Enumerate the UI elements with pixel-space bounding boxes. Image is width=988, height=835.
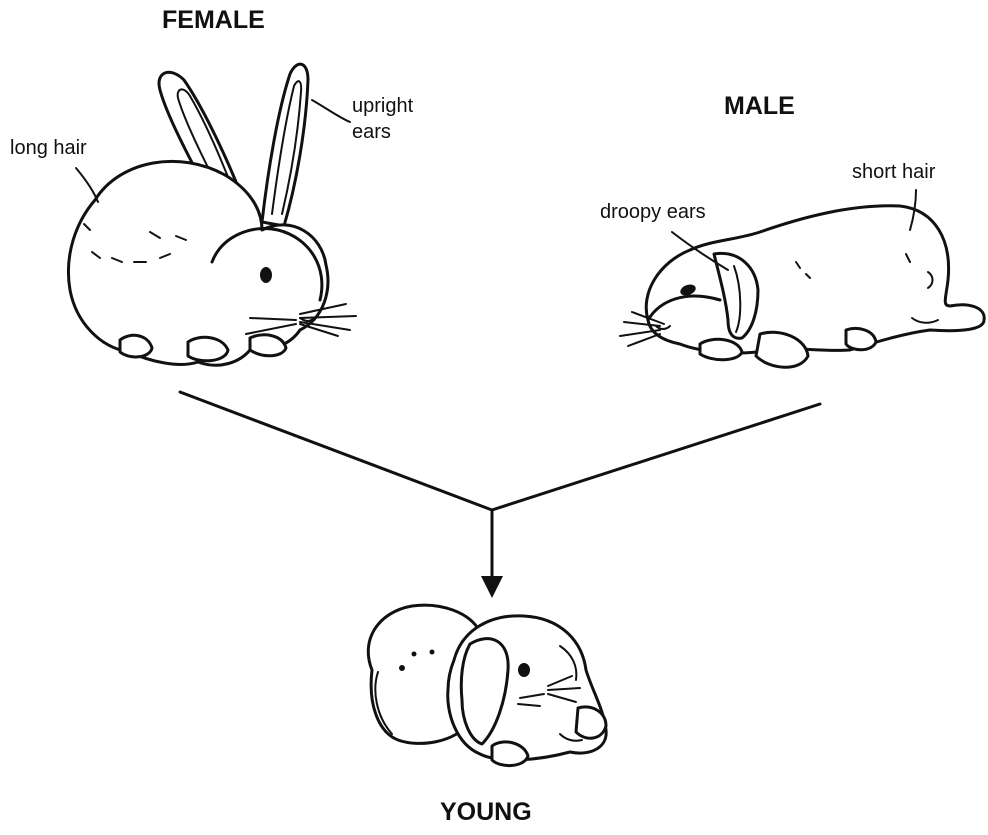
female-upright-ears-label-line1: upright: [352, 94, 413, 118]
female-long-hair-label: long hair: [10, 136, 87, 160]
male-short-hair-label: short hair: [852, 160, 935, 184]
long-hair-leader-line: [76, 168, 98, 202]
young-rabbits-illustration: [368, 605, 606, 765]
offspring-arrow-head: [481, 576, 503, 598]
female-rabbit-illustration: [68, 64, 356, 365]
male-rabbit-illustration: [620, 206, 984, 367]
male-droopy-ears-label: droopy ears: [600, 200, 706, 224]
female-title: FEMALE: [162, 6, 265, 35]
young-title: YOUNG: [440, 798, 532, 827]
female-cross-line: [180, 392, 492, 510]
male-cross-line: [492, 404, 820, 510]
male-title: MALE: [724, 92, 795, 121]
upright-ears-leader-line: [312, 100, 350, 122]
female-upright-ears-label-line2: ears: [352, 120, 391, 144]
